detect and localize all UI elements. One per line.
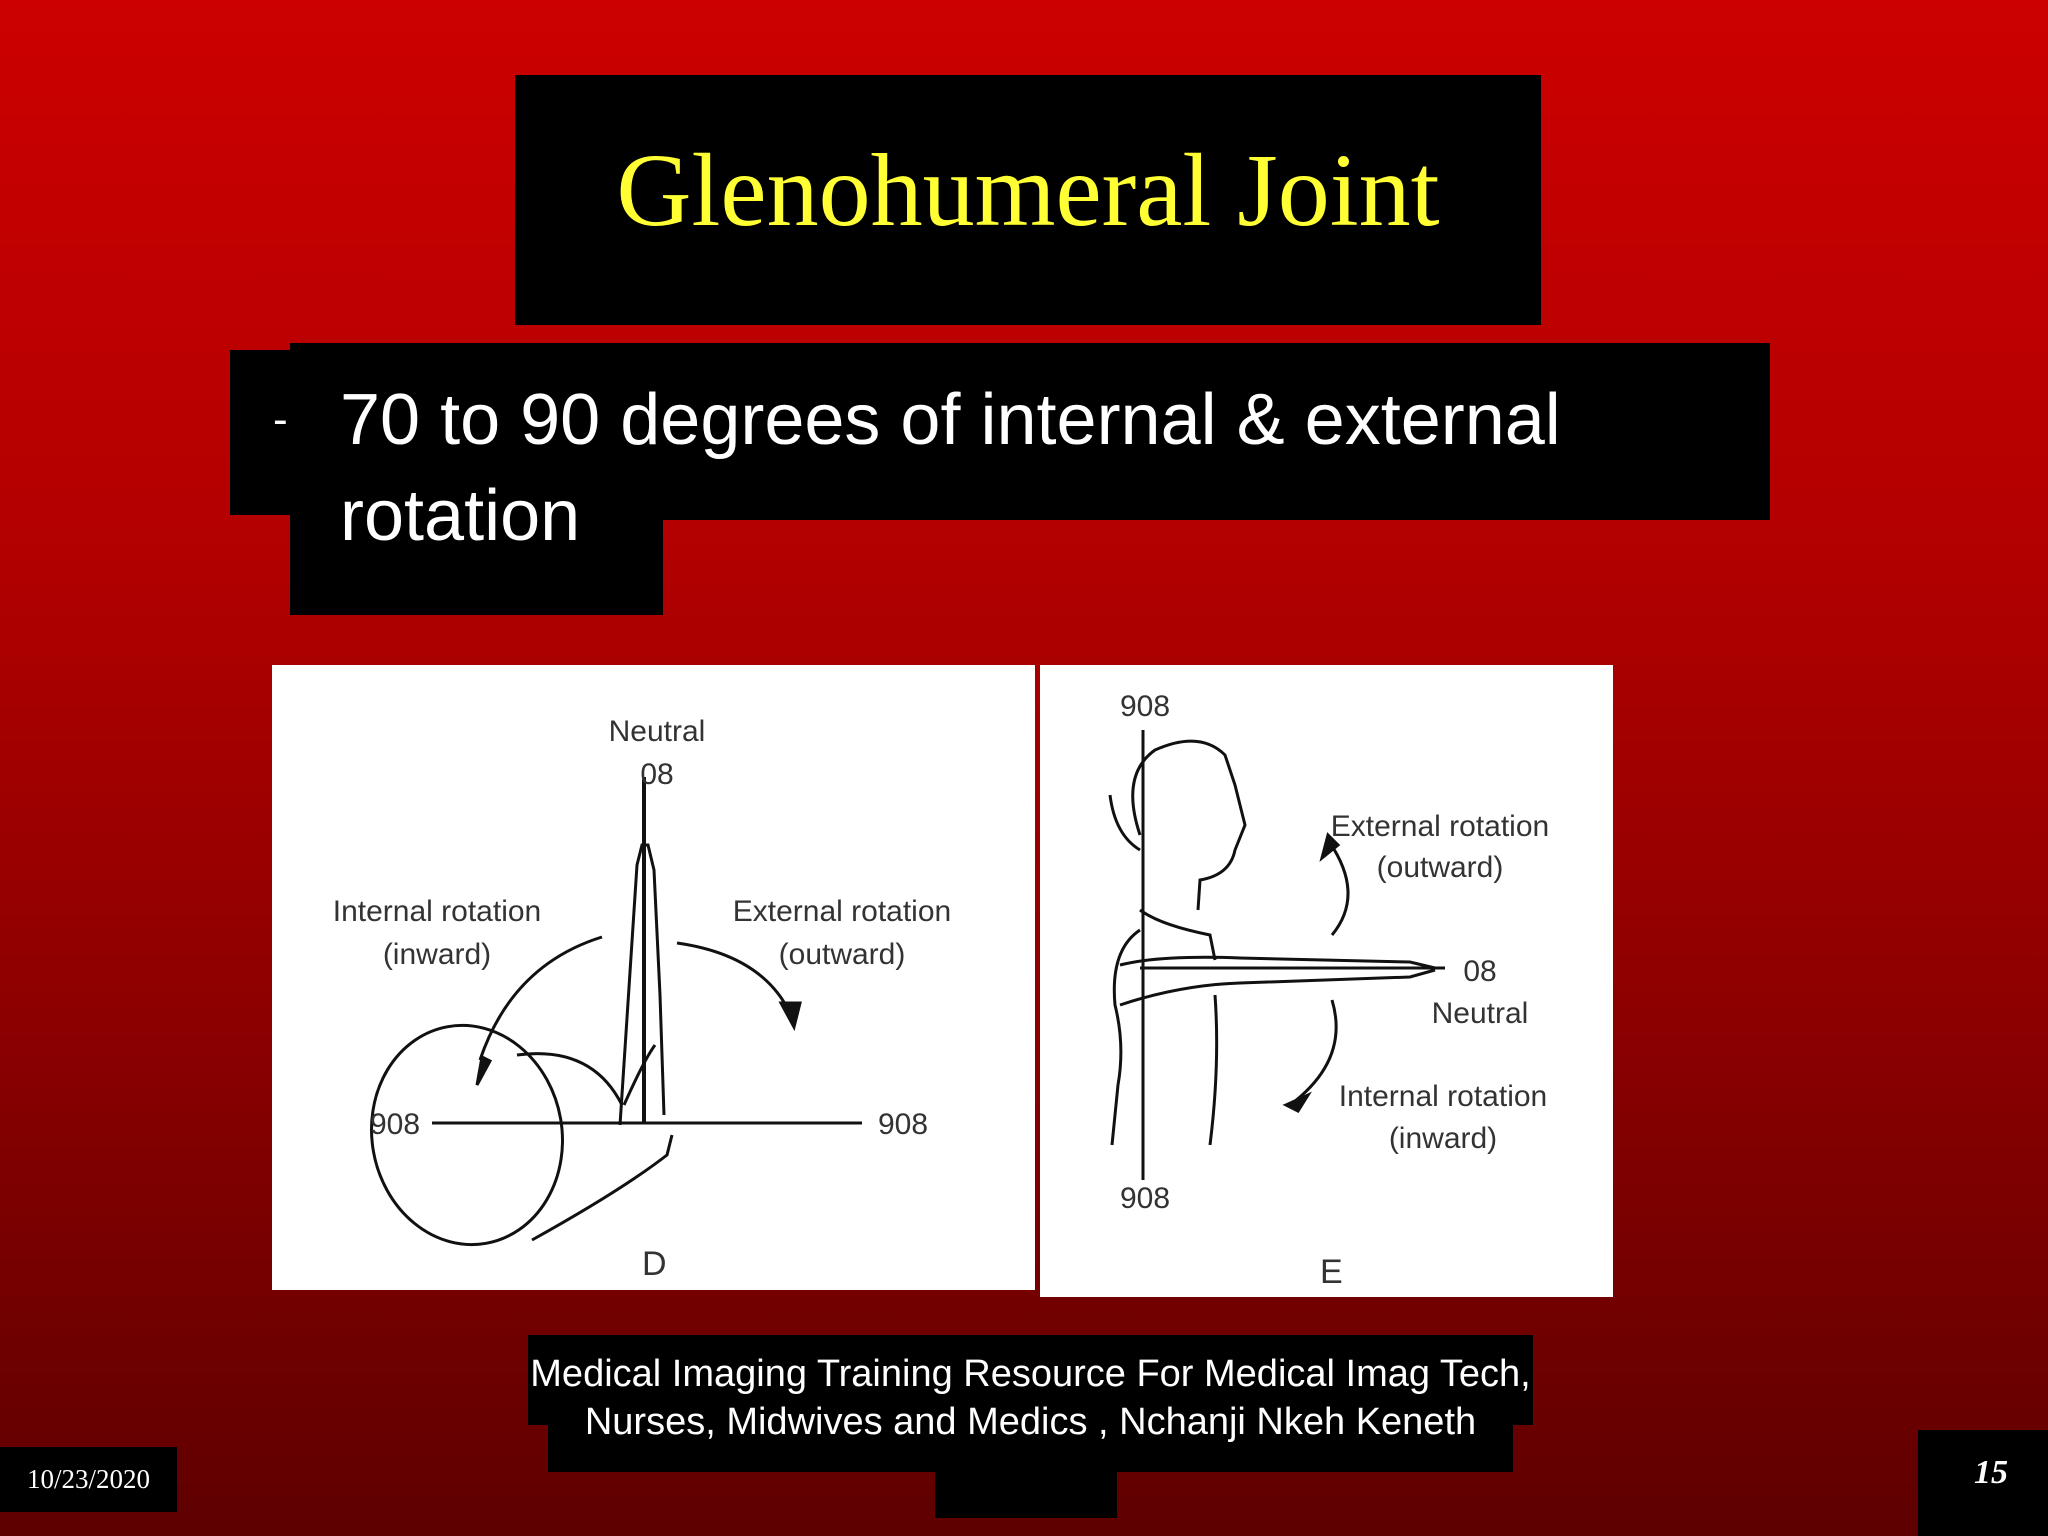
figure-d-right-value: 908 xyxy=(877,1108,929,1141)
figure-d-left-value: 908 xyxy=(369,1108,421,1141)
figure-d-neutral-label: Neutral xyxy=(608,715,706,748)
figure-d-neutral-value: 08 xyxy=(640,758,674,791)
footer-text: Medical Imaging Training Resource For Me… xyxy=(530,1353,1531,1443)
figure-d-drawing xyxy=(370,777,862,1247)
figure-e-external-sub: (outward) xyxy=(1376,851,1504,884)
bullet-box-back xyxy=(230,350,300,515)
figure-e-panel: 908 External rotation (outward) 08 Neutr… xyxy=(1040,665,1613,1297)
figure-d-external-sub: (outward) xyxy=(778,938,906,971)
figure-e-bottom-value: 908 xyxy=(1119,1182,1171,1215)
figure-e-top-value: 908 xyxy=(1119,690,1171,723)
figure-e-drawing xyxy=(1108,730,1445,1180)
figure-e-neutral-label: Neutral xyxy=(1431,997,1529,1030)
page-number-box: 15 xyxy=(1918,1430,2048,1536)
figure-e-internal-sub: (inward) xyxy=(1388,1122,1498,1155)
title-box: Glenohumeral Joint xyxy=(515,75,1541,325)
figure-e-internal-label: Internal rotation xyxy=(1338,1080,1548,1113)
figure-d-external-label: External rotation xyxy=(732,895,952,928)
footer-box-bottom xyxy=(935,1440,1117,1518)
bullet-marker: - xyxy=(273,395,288,444)
figure-d-internal-sub: (inward) xyxy=(382,938,492,971)
figure-d-letter: D xyxy=(642,1245,667,1283)
figure-e-external-label: External rotation xyxy=(1330,810,1550,843)
figure-e-letter: E xyxy=(1320,1253,1343,1291)
slide-title: Glenohumeral Joint xyxy=(616,132,1440,248)
bullet-box xyxy=(290,343,1770,520)
slide-date: 10/23/2020 xyxy=(26,1464,150,1494)
figure-d-internal-label: Internal rotation xyxy=(332,895,542,928)
bullet-box-tail xyxy=(290,500,663,615)
date-box: 10/23/2020 xyxy=(0,1447,177,1512)
bullet-text: 70 to 90 degrees of internal & external … xyxy=(340,380,1561,556)
figure-d-panel: Neutral 08 Internal rotation (inward) Ex… xyxy=(272,665,1035,1290)
page-number: 15 xyxy=(1974,1454,2008,1491)
figure-e-neutral-value: 08 xyxy=(1463,955,1497,988)
